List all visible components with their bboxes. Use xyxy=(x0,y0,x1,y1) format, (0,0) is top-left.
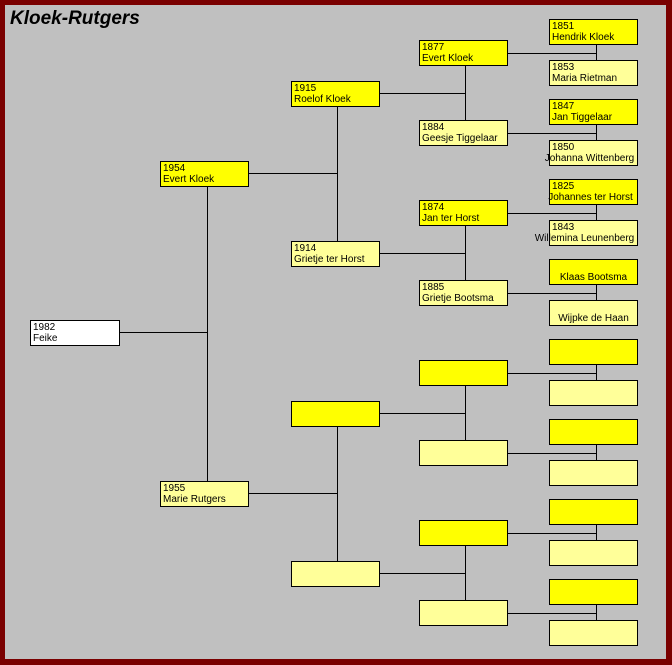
person-box[interactable] xyxy=(291,401,380,427)
person-box[interactable] xyxy=(549,620,638,646)
person-name: Klaas Bootsma xyxy=(559,272,628,283)
birth-year: 1850 xyxy=(552,142,575,153)
connector-line xyxy=(596,604,597,621)
connector-line xyxy=(379,413,465,414)
person-name: Evert Kloek xyxy=(163,174,215,185)
person-box[interactable] xyxy=(549,419,638,445)
connector-line xyxy=(507,373,596,374)
person-name: Jan Tiggelaar xyxy=(552,112,613,123)
person-name: Marie Rutgers xyxy=(163,494,226,505)
person-name: Grietje ter Horst xyxy=(294,254,365,265)
person-name: Johanna Wittenberg xyxy=(544,153,635,164)
birth-year: 1851 xyxy=(552,21,575,32)
person-name: Evert Kloek xyxy=(422,53,474,64)
connector-line xyxy=(507,453,596,454)
person-name: Hendrik Kloek xyxy=(552,32,615,43)
birth-year: 1885 xyxy=(422,282,445,293)
connector-line xyxy=(337,425,338,573)
person-box[interactable] xyxy=(419,600,508,626)
birth-year: 1877 xyxy=(422,42,445,53)
person-box[interactable] xyxy=(549,339,638,365)
person-name: Wijpke de Haan xyxy=(558,313,629,324)
person-box[interactable] xyxy=(419,440,508,466)
connector-line xyxy=(248,173,337,174)
birth-year xyxy=(552,302,635,313)
person-box[interactable] xyxy=(419,360,508,386)
person-box[interactable] xyxy=(549,380,638,406)
person-name: Jan ter Horst xyxy=(422,213,480,224)
birth-year: 1954 xyxy=(163,163,186,174)
connector-line xyxy=(465,225,466,280)
connector-line xyxy=(596,284,597,301)
person-name: Willemina Leunenberg xyxy=(534,233,635,244)
person-box[interactable] xyxy=(549,579,638,605)
birth-year: 1847 xyxy=(552,101,575,112)
person-name: Maria Rietman xyxy=(552,73,618,84)
person-box[interactable] xyxy=(549,460,638,486)
birth-year: 1843 xyxy=(552,222,575,233)
connector-line xyxy=(507,613,596,614)
person-name: Geesje Tiggelaar xyxy=(422,133,498,144)
person-name: Grietje Bootsma xyxy=(422,293,494,304)
person-box[interactable]: Wijpke de Haan xyxy=(549,300,638,326)
connector-line xyxy=(465,385,466,440)
connector-line xyxy=(507,293,596,294)
birth-year: 1884 xyxy=(422,122,445,133)
connector-line xyxy=(337,105,338,253)
person-box[interactable]: Klaas Bootsma xyxy=(549,259,638,285)
person-box[interactable] xyxy=(291,561,380,587)
connector-line xyxy=(379,573,465,574)
birth-year: 1914 xyxy=(294,243,317,254)
connector-line xyxy=(507,533,596,534)
connector-line xyxy=(596,364,597,381)
connector-line xyxy=(248,493,337,494)
connector-line xyxy=(507,213,596,214)
birth-year: 1915 xyxy=(294,83,317,94)
person-name: Roelof Kloek xyxy=(294,94,351,105)
connector-line xyxy=(465,65,466,120)
birth-year: 1825 xyxy=(552,181,575,192)
connector-line xyxy=(596,124,597,141)
birth-year: 1853 xyxy=(552,62,575,73)
connector-line xyxy=(507,53,596,54)
connector-line xyxy=(379,93,465,94)
connector-line xyxy=(379,253,465,254)
chart-title: Kloek-Rutgers xyxy=(10,8,140,29)
person-box[interactable] xyxy=(549,499,638,525)
person-box[interactable] xyxy=(549,540,638,566)
birth-year: 1874 xyxy=(422,202,445,213)
person-name: Johannes ter Horst xyxy=(548,192,633,203)
connector-line xyxy=(465,545,466,600)
person-name: Feike xyxy=(33,333,58,344)
connector-line xyxy=(507,133,596,134)
connector-line xyxy=(596,524,597,541)
connector-line xyxy=(596,204,597,221)
connector-line xyxy=(596,444,597,461)
connector-line xyxy=(596,44,597,61)
connector-line xyxy=(207,185,208,493)
connector-line xyxy=(119,332,207,333)
person-box[interactable] xyxy=(419,520,508,546)
birth-year: 1955 xyxy=(163,483,186,494)
birth-year xyxy=(552,261,635,272)
birth-year: 1982 xyxy=(33,322,56,333)
